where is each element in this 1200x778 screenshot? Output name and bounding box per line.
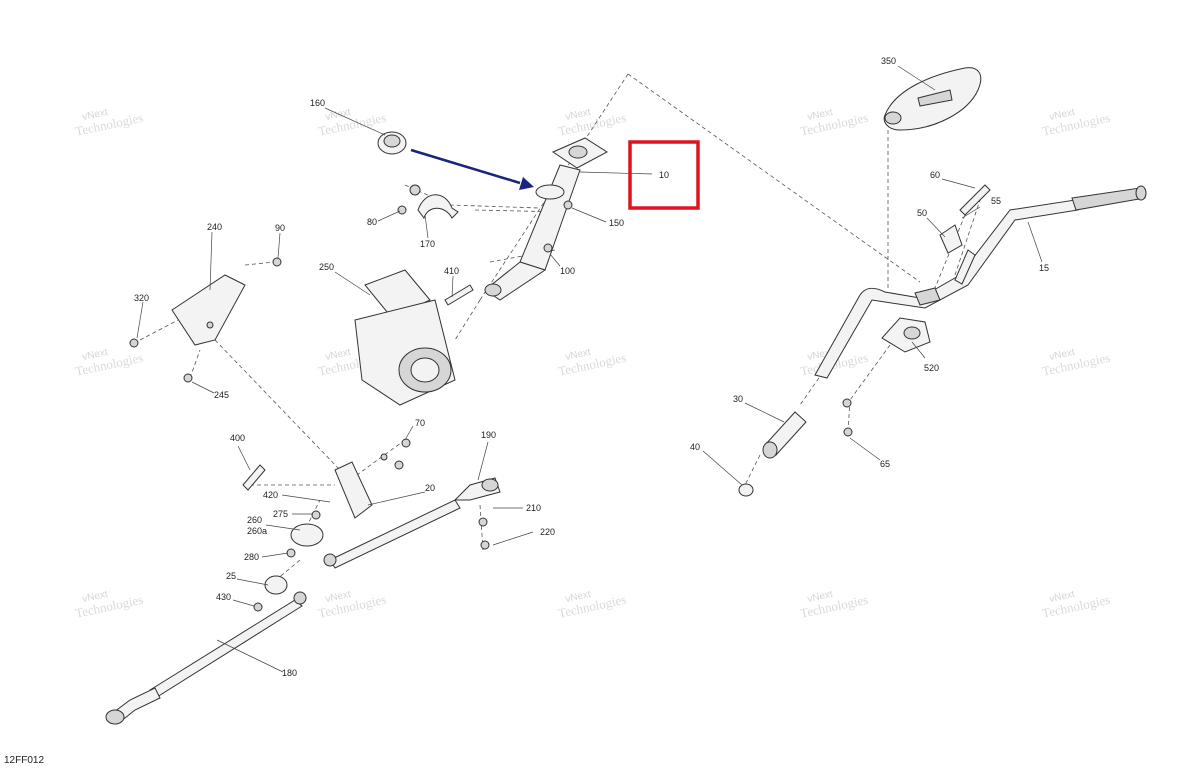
part-label-280: 280 (244, 552, 259, 562)
watermark-line1: vNext (81, 107, 109, 123)
part-label-60: 60 (930, 170, 940, 180)
part-label-20: 20 (425, 483, 435, 493)
part-160-bearing (377, 131, 407, 155)
part-label-420: 420 (263, 490, 278, 500)
part-10-steering-column (484, 137, 608, 301)
watermark-line1: vNext (564, 589, 592, 605)
part-label-275: 275 (273, 509, 288, 519)
part-label-350: 350 (881, 56, 896, 66)
watermark-line1: vNext (1048, 589, 1076, 605)
leader-lines (136, 65, 1043, 673)
part-label-90: 90 (275, 223, 285, 233)
part-label-55: 55 (991, 196, 1001, 206)
part-280-washer (286, 548, 296, 558)
part-label-245: 245 (214, 390, 229, 400)
part-40-end-cap (738, 483, 754, 497)
part-190-tie-rod-end (453, 477, 501, 501)
part-350-cover (883, 67, 982, 131)
watermark-line1: vNext (1048, 107, 1076, 123)
part-label-250: 250 (319, 262, 334, 272)
part-label-40: 40 (690, 442, 700, 452)
part-label-80: 80 (367, 217, 377, 227)
part-labels: 160 10 80 170 150 240 90 250 410 100 320… (134, 56, 1049, 678)
part-label-410: 410 (444, 266, 459, 276)
part-label-170: 170 (420, 239, 435, 249)
watermark-line1: vNext (324, 589, 352, 605)
part-label-240: 240 (207, 222, 222, 232)
part-label-10: 10 (659, 170, 669, 180)
part-170-clamp (409, 184, 459, 220)
part-label-320: 320 (134, 293, 149, 303)
part-410-bolt (444, 284, 474, 306)
part-15-handlebar (814, 185, 1147, 379)
watermark-line1: vNext (806, 107, 834, 123)
part-label-220: 220 (540, 527, 555, 537)
part-240-bracket (171, 274, 246, 346)
part-label-400: 400 (230, 433, 245, 443)
watermark-layer: vNext Technologies vNext Technologies vN… (74, 107, 1112, 621)
part-label-520: 520 (924, 363, 939, 373)
part-label-25: 25 (226, 571, 236, 581)
part-250-motor (354, 269, 456, 406)
highlight-box-part-10 (628, 140, 700, 210)
part-520-clamp (881, 317, 931, 353)
part-label-260a: 260a (247, 526, 267, 536)
drawing-code: 12FF012 (4, 755, 45, 766)
watermark-line1: vNext (324, 347, 352, 363)
watermark-line1: vNext (564, 107, 592, 123)
part-label-430: 430 (216, 592, 231, 602)
watermark-line1: vNext (1048, 347, 1076, 363)
part-label-70: 70 (415, 418, 425, 428)
part-label-30: 30 (733, 394, 743, 404)
part-label-180: 180 (282, 668, 297, 678)
part-label-50: 50 (917, 208, 927, 218)
part-180-tie-rod (105, 591, 307, 725)
part-label-190: 190 (481, 430, 496, 440)
part-400-bolt (242, 464, 266, 491)
part-label-100: 100 (560, 266, 575, 276)
part-30-grip (762, 411, 807, 459)
part-label-65: 65 (880, 459, 890, 469)
part-label-260: 260 (247, 515, 262, 525)
part-label-160: 160 (310, 98, 325, 108)
watermark-line1: vNext (81, 347, 109, 363)
watermark-line1: vNext (81, 589, 109, 605)
part-260-plate (290, 523, 324, 547)
part-60-50-55-clamp (939, 184, 991, 285)
part-tie-rod-upper (323, 499, 461, 569)
blue-arrow (410, 148, 534, 190)
part-label-15: 15 (1039, 263, 1049, 273)
part-label-210: 210 (526, 503, 541, 513)
part-20-arm (334, 461, 373, 519)
watermark-line1: vNext (564, 347, 592, 363)
part-25-bearing (264, 575, 288, 595)
watermark-line1: vNext (806, 589, 834, 605)
part-label-150: 150 (609, 218, 624, 228)
fasteners (129, 200, 853, 612)
